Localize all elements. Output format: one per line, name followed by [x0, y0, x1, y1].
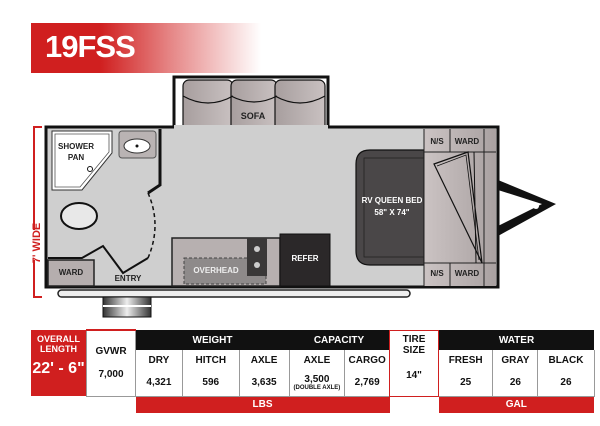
rear-wardrobe: WARD ENTRY	[47, 259, 142, 287]
shower-label-2: PAN	[68, 153, 85, 162]
ward-bottom-label: WARD	[455, 269, 480, 278]
shower-label-1: SHOWER	[58, 142, 94, 151]
hitch-label: HITCH	[182, 350, 240, 370]
fresh-value: 25	[437, 370, 494, 397]
lbs-unit: LBS	[135, 396, 390, 413]
hitch-value: 596	[182, 370, 240, 397]
width-dimension: 7' WIDE	[31, 126, 43, 298]
axle-capacity-note: (DOUBLE AXLE)	[293, 385, 341, 392]
dry-label: DRY	[135, 350, 183, 370]
refer-label: REFER	[291, 254, 318, 263]
kitchen: OVERHEAD REFER	[171, 233, 331, 287]
axle-capacity-label: AXLE	[289, 350, 346, 370]
gray-label: GRAY	[492, 350, 539, 370]
awning-rail	[57, 289, 411, 318]
tire-label-2: SIZE	[402, 344, 426, 356]
hitch-tongue	[498, 180, 556, 236]
weight-header: WEIGHT	[135, 330, 289, 350]
stove-icon	[247, 238, 267, 276]
dry-value: 4,321	[135, 370, 183, 397]
black-label: BLACK	[537, 350, 595, 370]
entry-label: ENTRY	[115, 274, 142, 283]
gvwr-label: GVWR	[95, 346, 127, 358]
spec-table: OVERALL LENGTH 22' - 6" GVWR 7,000 WEIGH…	[31, 329, 595, 413]
queen-bed: RV QUEEN BED 58" X 74"	[355, 149, 425, 266]
shower-drain-icon	[87, 166, 93, 172]
overall-length-label-1: OVERALL	[36, 334, 80, 344]
gray-value: 26	[492, 370, 539, 397]
sofa-label: SOFA	[241, 111, 266, 121]
refrigerator	[279, 233, 331, 287]
bed-label-1: RV QUEEN BED	[362, 196, 423, 205]
width-label: 7' WIDE	[31, 223, 43, 264]
black-value: 26	[537, 370, 595, 397]
axle-weight-value: 3,635	[239, 370, 290, 397]
ns-bottom-label: N/S	[430, 269, 444, 278]
front-storage: N/S WARD N/S WARD	[423, 129, 496, 286]
ward-top-label: WARD	[455, 137, 480, 146]
model-banner: 19FSS	[31, 23, 261, 73]
overhead-label: OVERHEAD	[193, 266, 239, 275]
overall-length-label-2: LENGTH	[40, 344, 77, 354]
axle-weight-label: AXLE	[239, 350, 290, 370]
bed-label-2: 58" X 74"	[374, 208, 409, 217]
bathroom: SHOWER PAN	[48, 129, 162, 275]
axle-capacity-value: 3,500	[304, 374, 330, 386]
model-name: 19FSS	[45, 29, 136, 64]
gal-unit: GAL	[438, 396, 594, 413]
fresh-label: FRESH	[437, 350, 494, 370]
cargo-label: CARGO	[348, 354, 386, 366]
gvwr-value: 7,000	[98, 369, 124, 381]
tire-value: 14"	[406, 369, 422, 381]
water-header: WATER	[438, 330, 594, 350]
ns-top-label: N/S	[430, 137, 444, 146]
ward-rear-label: WARD	[59, 268, 84, 277]
toilet-icon	[60, 202, 98, 230]
floorplan: 7' WIDE SOFA SHOWER PAN WARD ENTRY	[31, 75, 556, 318]
cargo-value: 2,769	[344, 370, 390, 397]
tire-label-1: TIRE	[402, 333, 426, 345]
shower-pan	[51, 130, 113, 191]
capacity-header: CAPACITY	[289, 330, 390, 350]
overall-length-value: 22' - 6"	[32, 360, 85, 377]
